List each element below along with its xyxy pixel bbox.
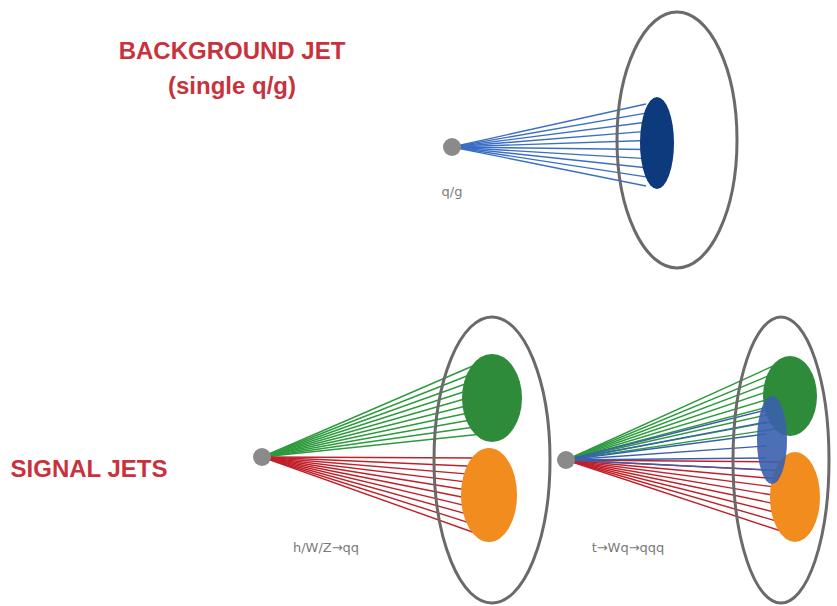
particle-track	[566, 387, 782, 460]
particle-track	[262, 457, 478, 483]
particle-track	[262, 370, 482, 457]
particle-track	[262, 457, 478, 534]
jet-class-title: BACKGROUND JET (single q/g)	[102, 34, 362, 104]
particle-track	[566, 362, 782, 460]
particle-track	[566, 460, 790, 489]
particle-track	[262, 434, 482, 457]
origin-dot	[443, 138, 461, 156]
particle-track	[262, 362, 482, 457]
parton-label: q/g	[427, 184, 477, 199]
particle-track	[566, 460, 790, 516]
particle-track	[566, 395, 782, 460]
particle-track	[566, 403, 782, 460]
particle-track	[262, 457, 478, 517]
particle-track	[566, 460, 790, 534]
subjet-orange	[461, 448, 517, 542]
particle-track	[566, 460, 766, 470]
particle-track	[566, 420, 782, 460]
subjet-blue	[757, 396, 787, 484]
jet-core	[640, 97, 674, 189]
decay-label: h/W/Z→qq	[246, 540, 406, 555]
jet-cone-outline	[617, 12, 737, 268]
particle-track	[262, 426, 482, 457]
particle-track	[262, 457, 478, 500]
particle-track	[566, 460, 790, 507]
particle-track	[262, 410, 482, 457]
particle-track	[262, 378, 482, 457]
subjet-green	[462, 354, 522, 442]
particle-track	[566, 422, 766, 460]
jet-cone-outline	[434, 317, 550, 603]
particle-track	[262, 457, 478, 509]
particle-track	[566, 379, 782, 461]
particle-track	[566, 460, 790, 525]
particle-track	[262, 402, 482, 457]
particle-track	[566, 434, 766, 460]
jet-cone-outline	[733, 317, 829, 603]
decay-label: t→Wq→qqq	[548, 540, 708, 555]
particle-track	[566, 412, 782, 461]
particle-track	[262, 457, 478, 526]
particle-track	[566, 370, 782, 460]
particle-fans	[262, 104, 790, 534]
particle-track	[566, 446, 766, 460]
particle-track	[262, 386, 482, 457]
jet-class-title: SIGNAL JETS	[4, 452, 174, 487]
origin-dot	[253, 448, 271, 466]
particle-track	[262, 394, 482, 457]
origin-dot	[557, 451, 575, 469]
particle-track	[262, 418, 482, 457]
particle-track	[566, 458, 766, 460]
